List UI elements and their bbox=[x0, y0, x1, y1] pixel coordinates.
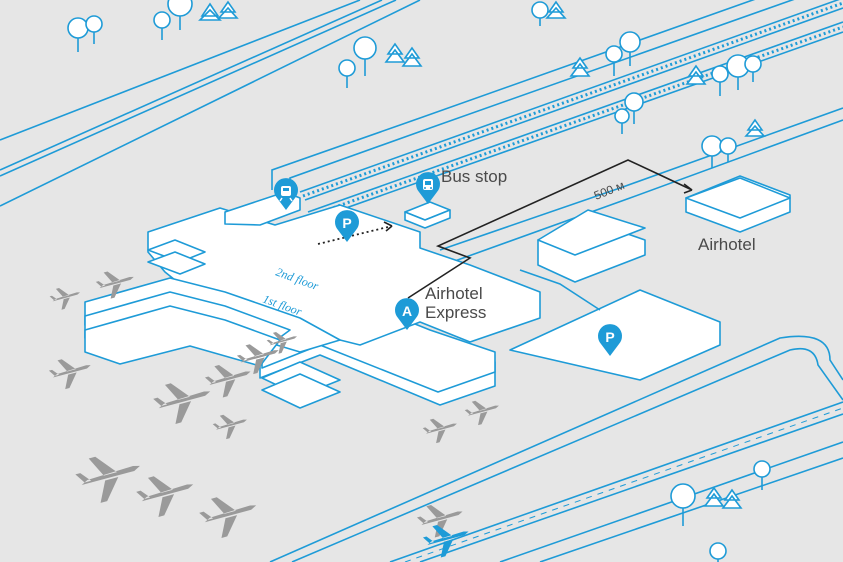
airplane-icon bbox=[75, 456, 140, 503]
tree-icon bbox=[753, 460, 771, 490]
airplanes bbox=[48, 271, 499, 558]
fir-tree-icon bbox=[198, 2, 222, 21]
fir-tree-icon bbox=[721, 488, 743, 509]
tree-icon bbox=[85, 15, 103, 44]
tree-icon bbox=[619, 31, 641, 66]
train-icon bbox=[279, 186, 293, 202]
tree-icon bbox=[153, 11, 171, 40]
airplane-icon bbox=[212, 414, 247, 440]
airplane-icon bbox=[236, 344, 279, 375]
fir-tree-icon bbox=[545, 0, 567, 19]
airplane-icon bbox=[136, 476, 194, 517]
fir-tree-icon bbox=[217, 0, 239, 19]
fir-tree-icon bbox=[384, 42, 406, 63]
tree-icon bbox=[711, 65, 729, 96]
airplane-icon bbox=[266, 332, 298, 354]
fir-tree-icon bbox=[744, 118, 766, 137]
parking-lot-pin[interactable]: P bbox=[598, 324, 622, 356]
tree-icon bbox=[353, 36, 377, 76]
airplane-icon bbox=[153, 383, 211, 424]
airhotel-label: Airhotel bbox=[698, 235, 756, 254]
trees bbox=[67, 0, 771, 562]
airhotel-express-marker: A bbox=[402, 303, 412, 319]
tree-icon bbox=[726, 54, 750, 90]
fir-tree-icon bbox=[401, 46, 423, 67]
fir-tree-icon bbox=[685, 64, 707, 85]
tree-icon bbox=[701, 135, 723, 168]
bus-stop-pin[interactable] bbox=[416, 172, 440, 204]
tree-icon bbox=[605, 45, 623, 76]
tree-icon bbox=[624, 92, 644, 124]
fir-tree-icon bbox=[703, 486, 725, 507]
parking-terminal-pin[interactable]: P bbox=[335, 210, 359, 242]
airhotel-building bbox=[685, 175, 791, 233]
train-station-pin[interactable] bbox=[274, 178, 298, 210]
tree-icon bbox=[531, 1, 549, 26]
parking-lot-marker: P bbox=[605, 329, 614, 345]
tree-icon bbox=[338, 59, 356, 88]
airplane-icon bbox=[199, 497, 257, 538]
parking-lot bbox=[509, 269, 721, 381]
bus-stop-shelter bbox=[404, 201, 451, 229]
bus-icon bbox=[423, 179, 433, 190]
fir-tree-icon bbox=[569, 56, 591, 77]
distance-label: 500 м bbox=[592, 178, 627, 203]
airhotel-express-label-line1: Airhotel bbox=[425, 284, 483, 303]
airplane-icon bbox=[49, 288, 81, 310]
airplane-icon bbox=[48, 359, 91, 390]
airhotel-express-label-line2: Express bbox=[425, 303, 486, 322]
airplane-icon bbox=[204, 365, 251, 398]
parking-terminal-marker: P bbox=[342, 215, 351, 231]
walking-route bbox=[317, 159, 693, 299]
airplane-icon bbox=[464, 400, 499, 426]
tree-icon bbox=[614, 108, 630, 134]
bus-stop-label: Bus stop bbox=[441, 167, 507, 186]
airfield-roads bbox=[269, 335, 843, 562]
tree-icon bbox=[67, 17, 89, 52]
hotel-express-building bbox=[537, 209, 646, 283]
tree-icon bbox=[744, 55, 762, 82]
tree-icon bbox=[709, 542, 727, 562]
tree-icon bbox=[670, 483, 696, 526]
airhotel-express-pin[interactable]: A bbox=[395, 298, 419, 330]
airplane-icon bbox=[422, 525, 469, 558]
terminal bbox=[84, 191, 541, 409]
airplane-icon bbox=[95, 271, 134, 299]
airplane-icon bbox=[422, 418, 457, 444]
tree-icon bbox=[719, 137, 737, 162]
tree-icon bbox=[167, 0, 193, 30]
highway-top bbox=[0, 0, 421, 207]
